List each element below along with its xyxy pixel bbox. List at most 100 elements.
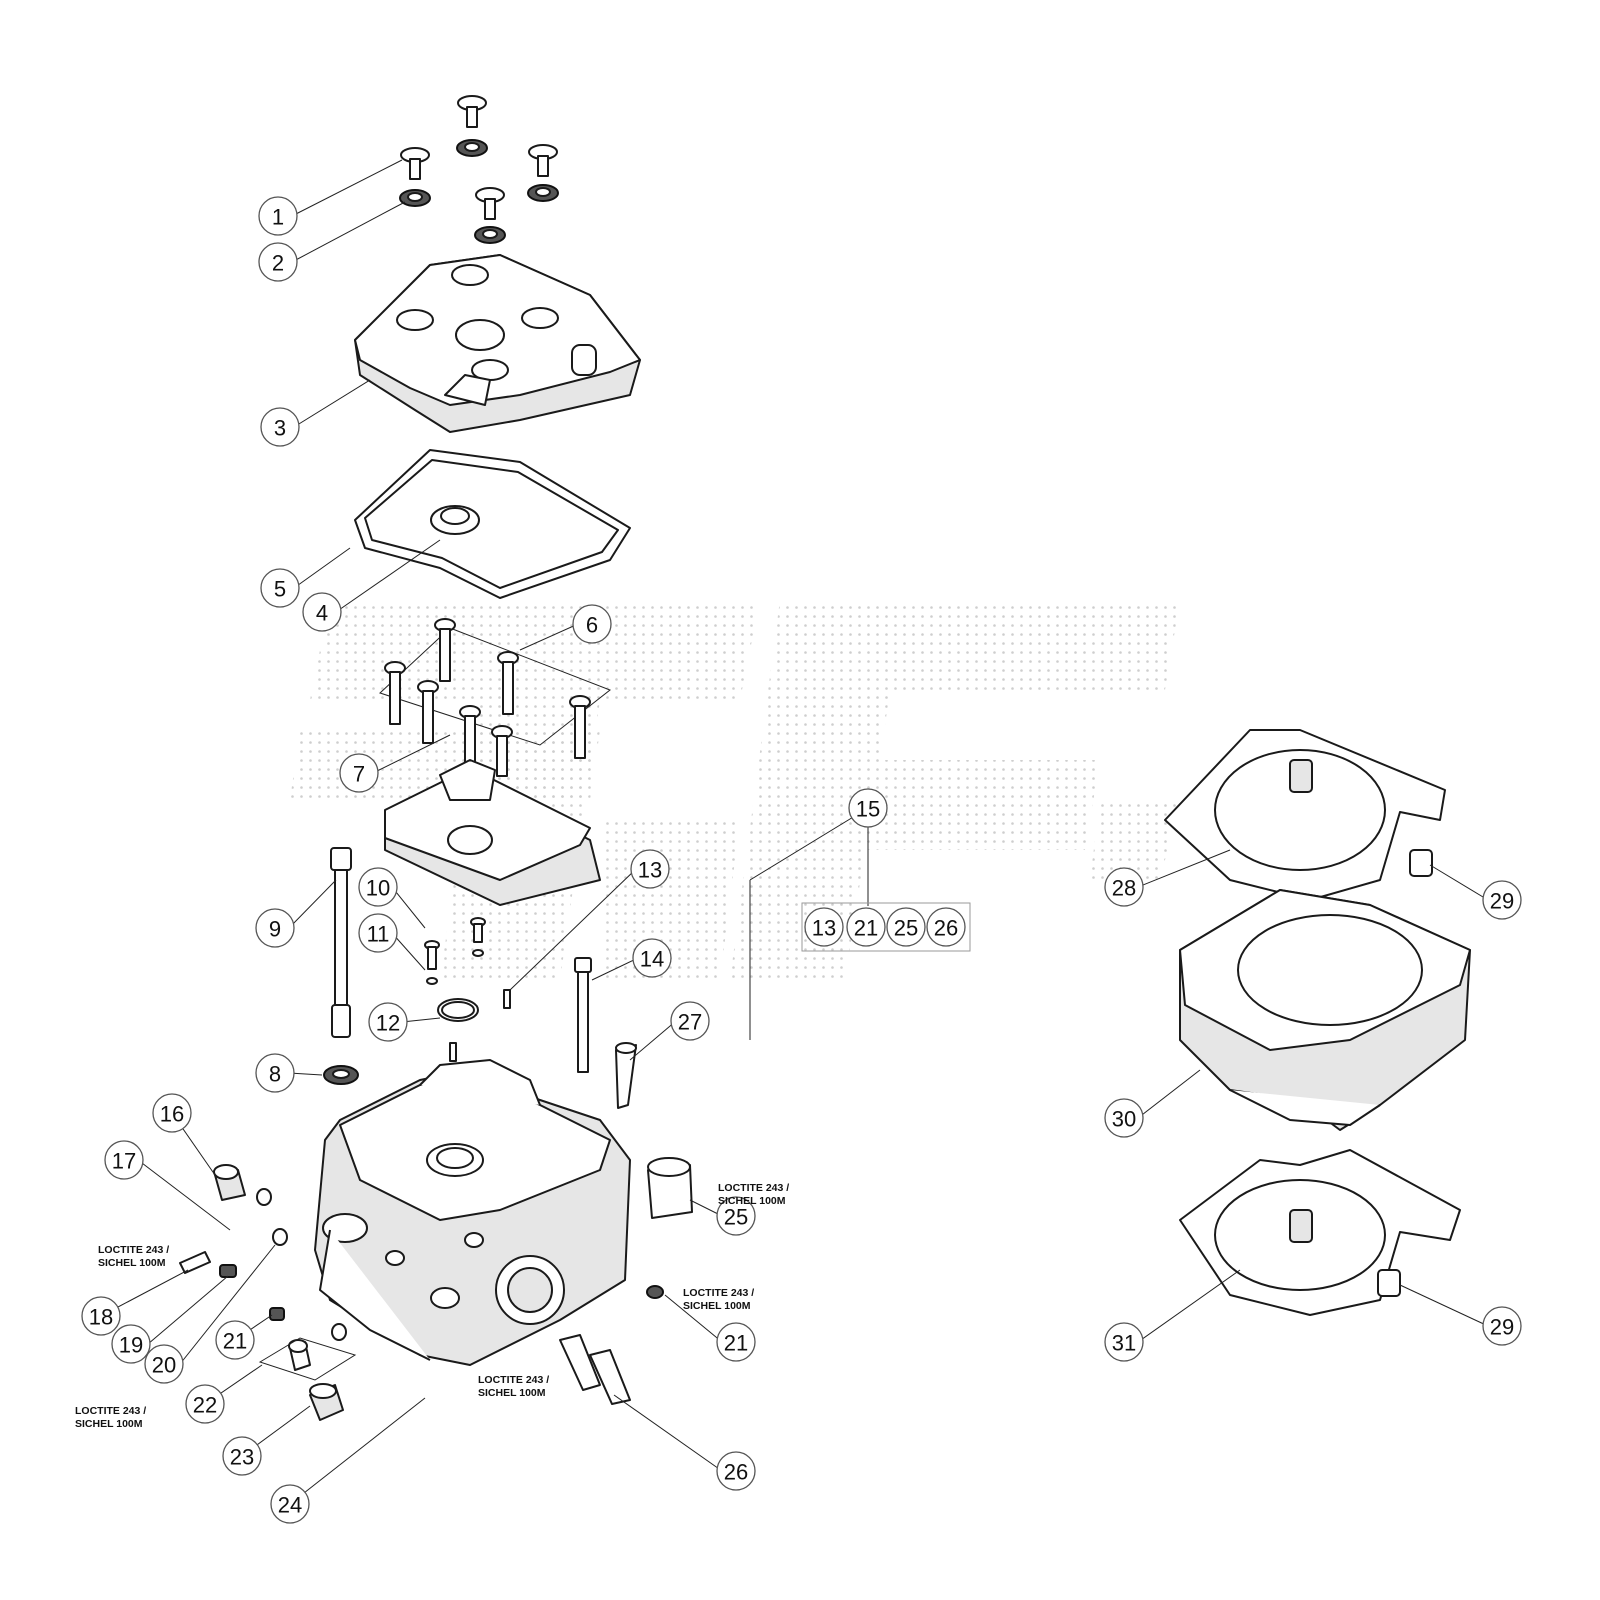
kit-item-circle	[926, 907, 966, 947]
kit-item-label: 26	[934, 916, 958, 941]
callout-27: 27	[670, 1001, 710, 1041]
callout-22: 22	[185, 1384, 225, 1424]
callout-circle	[255, 1053, 295, 1093]
callout-label: 12	[376, 1011, 400, 1036]
callout-24: 24	[270, 1484, 310, 1524]
callout-label: 9	[269, 917, 281, 942]
callout-circle	[1104, 1322, 1144, 1362]
callout-circle	[1482, 880, 1522, 920]
callout-5: 5	[260, 568, 300, 608]
callout-19: 19	[111, 1324, 151, 1364]
callout-3: 3	[260, 407, 300, 447]
callout-label: 29	[1490, 1315, 1514, 1340]
callout-label: 11	[367, 922, 390, 947]
callout-circle	[255, 908, 295, 948]
callout-label: 21	[223, 1329, 247, 1354]
callout-14: 14	[632, 938, 672, 978]
callout-28: 28	[1104, 867, 1144, 907]
head-fittings	[179, 1164, 357, 1421]
callout-label: 8	[269, 1062, 281, 1087]
svg-text:SICHEL 100M: SICHEL 100M	[478, 1387, 546, 1399]
kit-item-25: 25	[886, 907, 926, 947]
callout-label: 6	[586, 613, 598, 638]
callout-18: 18	[81, 1296, 121, 1336]
callout-circle	[1482, 1306, 1522, 1346]
callout-30: 30	[1104, 1098, 1144, 1138]
callout-17: 17	[104, 1140, 144, 1180]
callout-circle	[222, 1436, 262, 1476]
callout-label: 17	[112, 1149, 136, 1174]
callout-9: 9	[255, 908, 295, 948]
callout-label: 3	[274, 416, 286, 441]
note-loctite-26: LOCTITE 243 /	[478, 1374, 549, 1386]
callout-2: 2	[258, 242, 298, 282]
kit-item-label: 21	[854, 916, 878, 941]
callout-circle	[358, 913, 398, 953]
callout-21: 21	[716, 1322, 756, 1362]
callout-label: 16	[160, 1102, 184, 1127]
svg-text:SICHEL 100M: SICHEL 100M	[75, 1418, 143, 1430]
callout-circle	[716, 1196, 756, 1236]
camshaft-bridge	[384, 759, 601, 906]
callout-25: 25	[716, 1196, 756, 1236]
svg-text:SICHEL 100M: SICHEL 100M	[683, 1300, 751, 1312]
long-stud-and-guide	[574, 957, 637, 1109]
callout-circle	[215, 1320, 255, 1360]
callout-circle	[258, 242, 298, 282]
callout-circle	[270, 1484, 310, 1524]
callout-circle	[144, 1344, 184, 1384]
callout-label: 14	[640, 947, 664, 972]
valve-cover	[354, 254, 641, 433]
svg-text:SICHEL 100M: SICHEL 100M	[718, 1195, 786, 1207]
callout-circle	[152, 1093, 192, 1133]
callout-label: 28	[1112, 876, 1136, 901]
callout-13: 13	[630, 849, 670, 889]
camshaft-bolts	[379, 618, 611, 777]
callout-label: 10	[366, 876, 390, 901]
callout-circle	[258, 196, 298, 236]
callout-29: 29	[1482, 880, 1522, 920]
callout-label: 31	[1112, 1331, 1136, 1356]
callout-23: 23	[222, 1436, 262, 1476]
callout-7: 7	[339, 753, 379, 793]
callout-circle	[716, 1322, 756, 1362]
kit-item-label: 25	[894, 916, 918, 941]
callout-15: 15	[848, 788, 888, 828]
callout-11: 11	[358, 913, 398, 953]
callout-label: 18	[89, 1305, 113, 1330]
callout-label: 13	[638, 858, 662, 883]
callout-label: 25	[724, 1205, 748, 1230]
callout-label: 26	[724, 1460, 748, 1485]
callout-circle	[81, 1296, 121, 1336]
loctite-notes: LOCTITE 243 / SICHEL 100M LOCTITE 243 / …	[75, 1182, 789, 1430]
kit-item-label: 13	[812, 916, 836, 941]
callout-circle	[848, 788, 888, 828]
callout-circle	[111, 1324, 151, 1364]
callout-circle	[632, 938, 672, 978]
callout-1: 1	[258, 196, 298, 236]
callout-circle	[368, 1002, 408, 1042]
kit-item-circle	[846, 907, 886, 947]
callout-circle	[260, 407, 300, 447]
callout-21: 21	[215, 1320, 255, 1360]
callout-label: 24	[278, 1493, 302, 1518]
head-gasket-top	[1164, 729, 1446, 901]
callout-label: 20	[152, 1353, 176, 1378]
callout-circle	[1104, 867, 1144, 907]
callout-label: 27	[678, 1010, 702, 1035]
kit-item-circle	[886, 907, 926, 947]
callout-8: 8	[255, 1053, 295, 1093]
callout-6: 6	[572, 604, 612, 644]
callout-circle	[1104, 1098, 1144, 1138]
callout-label: 22	[193, 1393, 217, 1418]
callout-20: 20	[144, 1344, 184, 1384]
callout-circle	[670, 1001, 710, 1041]
callout-label: 2	[272, 251, 284, 276]
callout-29: 29	[1482, 1306, 1522, 1346]
cylinder	[1179, 889, 1471, 1131]
svg-text:SICHEL 100M: SICHEL 100M	[98, 1257, 166, 1269]
kit-box	[801, 902, 971, 952]
callout-10: 10	[358, 867, 398, 907]
